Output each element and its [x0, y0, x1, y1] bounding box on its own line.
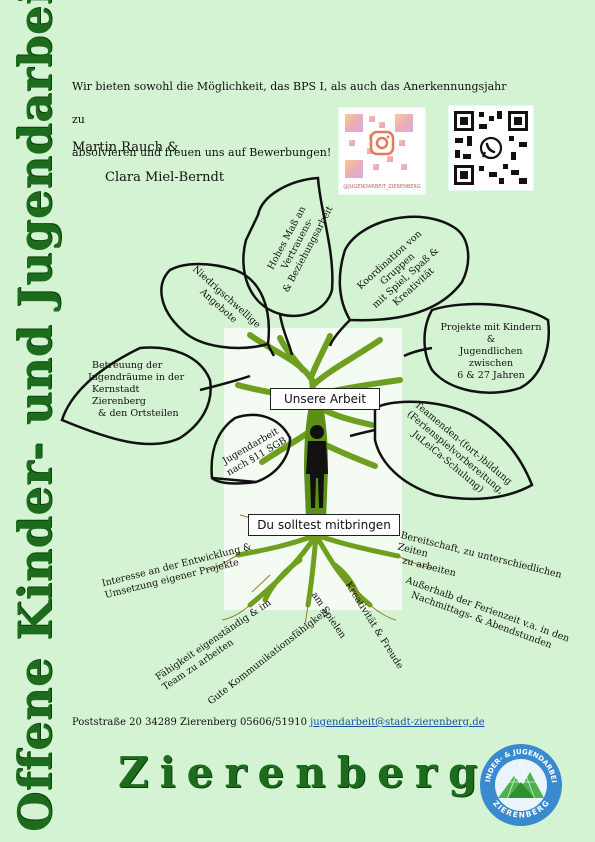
contact-name-2: Clara Miel-Berndt	[105, 170, 225, 185]
leaf-text-line: Jugendlichen zwischen	[459, 346, 523, 369]
leaf-text-line: &	[486, 334, 496, 345]
leaf-outlines	[60, 176, 550, 501]
leaf-text-line: Projekte mit Kindern	[440, 322, 542, 333]
leaf-text-line: 6 & 27 Jahren	[457, 370, 525, 381]
qr-pattern-icon	[345, 114, 413, 178]
leaf-text-line: Kernstadt	[92, 384, 140, 395]
footer-address: Poststraße 20 34289 Zierenberg 05606/519…	[72, 717, 307, 728]
instagram-qr-code[interactable]: @JUGENDARBEIT_ZIERENBERG	[338, 107, 426, 195]
tree-roots	[235, 532, 401, 608]
contact-name-1: Martin Rauch &	[72, 140, 179, 155]
logo: KINDER- & JUGENDARBEIT ZIERENBERG	[475, 736, 564, 828]
instagram-handle: @JUGENDARBEIT_ZIERENBERG	[343, 184, 421, 190]
leaf-betreuung: Betreuung der Jugendräume in der Kernsta…	[80, 360, 190, 420]
city-title: Zierenberg	[118, 748, 489, 797]
footer-email-link[interactable]: jugendarbeit@stadt-zierenberg.de	[310, 717, 485, 728]
leaf-text-line: Jugendräume in der	[88, 372, 185, 383]
intro-line-2: absolvieren und freuen uns auf Bewerbung…	[72, 146, 332, 159]
leaf-text-line: Betreuung der	[92, 360, 163, 371]
footer-contact: Poststraße 20 34289 Zierenberg 05606/519…	[72, 717, 485, 728]
leaf-text-line: & den Ortsteilen	[98, 408, 179, 419]
label-unsere-arbeit: Unsere Arbeit	[270, 388, 380, 410]
leaf-text-line: Zierenberg	[92, 396, 146, 407]
intro-line-1: Wir bieten sowohl die Möglichkeit, das B…	[72, 80, 507, 126]
label-mitbringen: Du solltest mitbringen	[248, 514, 400, 536]
logo-emblem-icon: KINDER- & JUGENDARBEIT ZIERENBERG	[475, 736, 562, 826]
leaf-projekte: Projekte mit Kindern & Jugendlichen zwis…	[436, 322, 546, 382]
person-silhouette	[306, 425, 328, 508]
intro-text: Wir bieten sowohl die Möglichkeit, das B…	[72, 70, 512, 169]
whatsapp-qr-code[interactable]	[448, 105, 534, 191]
whatsapp-qr-pattern-icon	[454, 111, 528, 185]
